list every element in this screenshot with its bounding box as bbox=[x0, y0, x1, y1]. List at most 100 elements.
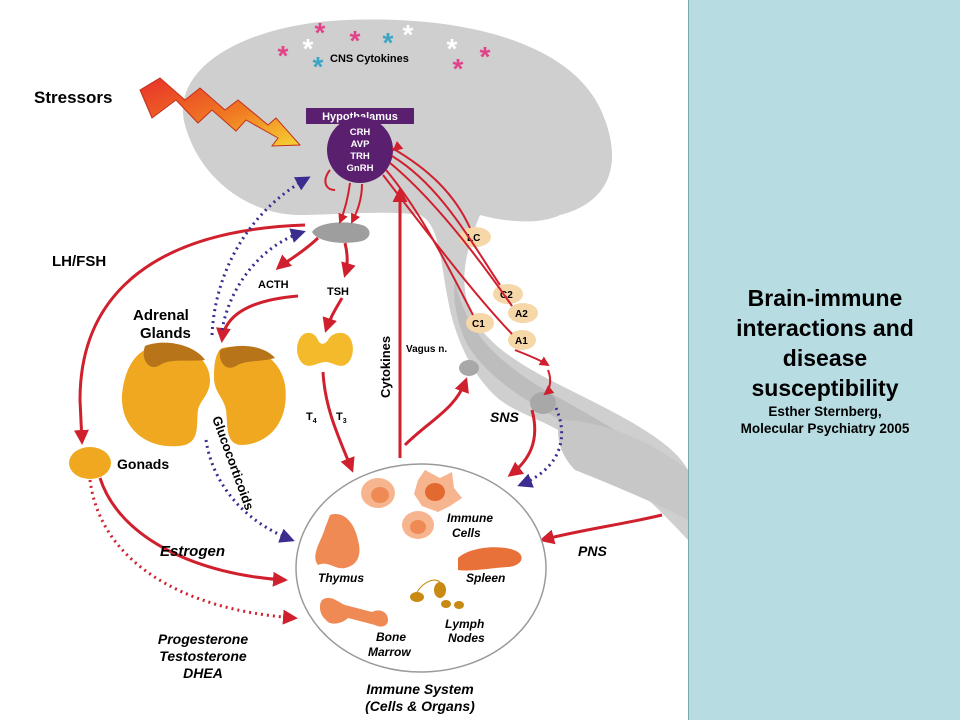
caption-panel: Brain-immune interactions and disease su… bbox=[688, 0, 960, 720]
caption-title-line3: disease bbox=[782, 345, 868, 371]
thyroid-gland bbox=[297, 332, 353, 366]
svg-text:T3: T3 bbox=[336, 411, 347, 425]
t4-subscript: 4 bbox=[313, 418, 317, 425]
caption-title-line2: interactions and bbox=[736, 315, 914, 341]
a2-label: A2 bbox=[515, 309, 528, 320]
gonads-label: Gonads bbox=[117, 456, 169, 472]
svg-text:*: * bbox=[313, 51, 324, 82]
cerebellum bbox=[558, 420, 688, 520]
hypothalamus-to-c2-path bbox=[391, 155, 501, 286]
cytokines-label: Cytokines bbox=[378, 336, 393, 398]
lh-fsh-arrow bbox=[73, 223, 306, 445]
caption-author: Esther Sternberg, bbox=[768, 404, 882, 419]
hypothalamus-loop-path bbox=[324, 169, 336, 191]
pns-to-immune-arrow bbox=[539, 513, 663, 545]
trh-label: TRH bbox=[350, 151, 370, 162]
lc-label: LC bbox=[467, 233, 480, 244]
estrogen-label: Estrogen bbox=[160, 543, 225, 560]
a2-nucleus bbox=[508, 303, 538, 323]
glucocorticoid-feedback-to-hypothalamus bbox=[210, 176, 311, 336]
cns-cytokines-label: CNS Cytokines bbox=[330, 53, 409, 65]
gonads-to-immune-estrogen-arrow bbox=[98, 477, 288, 587]
gnrh-label: GnRH bbox=[347, 163, 374, 174]
acth-arrow bbox=[275, 236, 320, 270]
bone-marrow-label-line2: Marrow bbox=[368, 645, 411, 659]
avp-label: AVP bbox=[351, 139, 370, 150]
sns-ganglion bbox=[530, 392, 556, 414]
caption-title-line4: susceptibility bbox=[751, 375, 899, 401]
immune-cells bbox=[361, 470, 462, 539]
stressors-label: Stressors bbox=[34, 88, 112, 107]
adrenal-glands-label-line2: Glands bbox=[140, 325, 191, 342]
t4-label: T bbox=[306, 411, 313, 423]
acth-label: ACTH bbox=[258, 279, 289, 291]
lh-fsh-label: LH/FSH bbox=[52, 253, 106, 270]
adrenal-glands bbox=[121, 342, 286, 447]
caption-source: Molecular Psychiatry 2005 bbox=[740, 421, 910, 436]
pituitary-gland bbox=[312, 222, 370, 243]
svg-text:*: * bbox=[303, 33, 314, 64]
sns-to-immune-arrow bbox=[507, 409, 537, 477]
svg-text:*: * bbox=[350, 25, 361, 56]
descending-to-sns-path bbox=[543, 369, 555, 396]
svg-text:T4: T4 bbox=[306, 411, 317, 425]
vagus-ganglion bbox=[459, 360, 479, 376]
testosterone-label: Testosterone bbox=[159, 648, 247, 664]
immune-cells-label-line2: Cells bbox=[452, 526, 481, 540]
lc-nucleus bbox=[459, 227, 491, 247]
hypothalamus-to-pituitary-path-1 bbox=[338, 182, 351, 224]
bone-marrow-organ bbox=[319, 597, 388, 627]
lymph-nodes-label-line1: Lymph bbox=[445, 617, 484, 631]
svg-text:*: * bbox=[278, 40, 289, 71]
tsh-label: TSH bbox=[327, 286, 349, 298]
cns-cytokine-asterisks: * * * * * * * * * * bbox=[278, 17, 491, 84]
glucocorticoid-feedback-to-pituitary bbox=[220, 228, 306, 331]
svg-text:*: * bbox=[453, 53, 464, 84]
c1-nucleus bbox=[466, 313, 494, 333]
tsh-to-thyroid-arrow bbox=[322, 297, 344, 333]
immune-system-label-line2: (Cells & Organs) bbox=[365, 698, 475, 714]
crh-label: CRH bbox=[350, 127, 371, 138]
dhea-label: DHEA bbox=[183, 665, 223, 681]
immune-to-vagus-arrow bbox=[403, 377, 469, 447]
immune-system-label-line1: Immune System bbox=[366, 681, 473, 697]
vagus-label: Vagus n. bbox=[406, 344, 447, 355]
lymph-nodes-label-line2: Nodes bbox=[448, 631, 485, 645]
svg-text:*: * bbox=[403, 19, 414, 50]
sns-to-immune-dotted-arrow bbox=[517, 407, 564, 488]
progesterone-label: Progesterone bbox=[158, 631, 248, 647]
hypothalamus-to-lc-path bbox=[391, 147, 471, 229]
a1-to-sns-path bbox=[514, 349, 550, 367]
gonads-shape bbox=[69, 447, 111, 479]
svg-text:*: * bbox=[480, 41, 491, 72]
thymus-organ bbox=[315, 514, 360, 569]
bone-marrow-label-line1: Bone bbox=[376, 630, 406, 644]
lymph-nodes bbox=[410, 579, 464, 609]
hypothalamus-nucleus bbox=[327, 117, 393, 183]
c2-label: C2 bbox=[500, 290, 513, 301]
t3-label: T bbox=[336, 411, 343, 423]
hypothalamus-to-pituitary-path-2 bbox=[351, 183, 363, 224]
immune-cells-label-line1: Immune bbox=[447, 511, 493, 525]
caption-title-line1: Brain-immune bbox=[747, 285, 903, 311]
brain-immune-diagram: * * * * * * * * * * CNS Cytokines Stress… bbox=[34, 17, 688, 714]
hypothalamus-label-box bbox=[306, 108, 414, 124]
svg-text:*: * bbox=[315, 17, 326, 48]
tsh-arrow bbox=[341, 242, 356, 278]
a1-nucleus bbox=[508, 330, 536, 350]
pns-label: PNS bbox=[578, 543, 607, 559]
thymus-label: Thymus bbox=[318, 571, 364, 585]
sex-steroids-dotted-arrow bbox=[88, 479, 298, 625]
hypothalamus-to-a2-path bbox=[389, 162, 513, 307]
adrenal-glands-label-line1: Adrenal bbox=[133, 307, 189, 324]
sns-label: SNS bbox=[490, 409, 519, 425]
stressor-lightning-arrow bbox=[139, 77, 302, 147]
t3-subscript: 3 bbox=[343, 418, 347, 425]
caption-text: Brain-immune interactions and disease su… bbox=[689, 283, 960, 437]
svg-text:*: * bbox=[447, 33, 458, 64]
hypothalamus-return-path bbox=[392, 141, 404, 152]
svg-text:*: * bbox=[383, 27, 394, 58]
spleen-label: Spleen bbox=[466, 571, 505, 585]
acth-to-adrenal-arrow bbox=[215, 294, 299, 343]
a1-label: A1 bbox=[515, 336, 528, 347]
